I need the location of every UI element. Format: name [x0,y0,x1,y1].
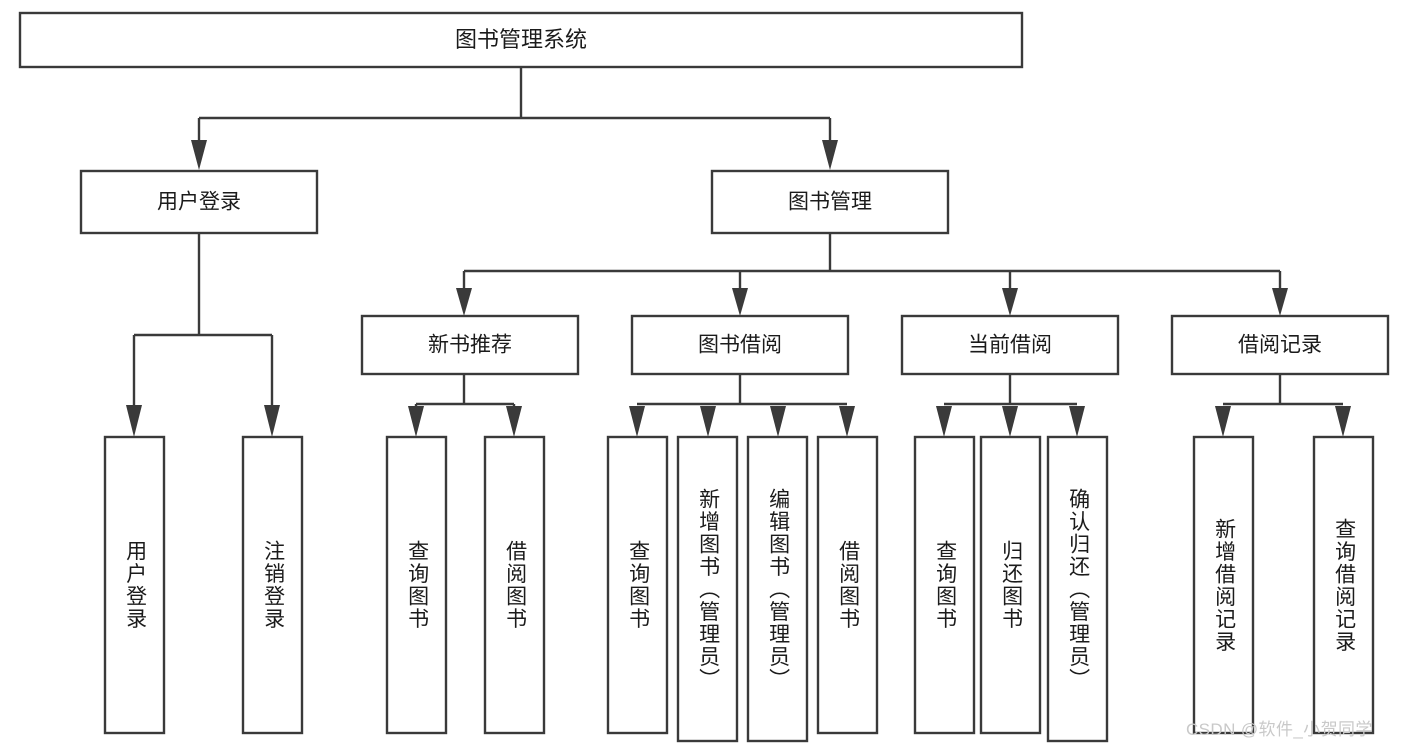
arrow-book-mgmt-to-book-borrow [732,288,748,316]
csdn-watermark: CSDN @软件_小贺同学 [1186,720,1373,739]
node-user-login[interactable]: 用户登录 [79,169,319,235]
arrow-root-to-book-mgmt [822,140,838,170]
arrow-book-mgmt-to-borrow-record [1272,288,1288,316]
arrow-current-borrow-leaf2 [1002,406,1018,437]
node-book-borrow-label: 图书借阅 [698,334,782,357]
leaf-box-book-borrow-1[interactable] [606,435,669,735]
arrow-book-borrow-leaf3 [770,406,786,437]
leaf-box-user-login-2[interactable] [241,435,304,735]
leaf-box-book-borrow-4[interactable] [816,435,879,735]
leaf-box-current-borrow-2[interactable] [979,435,1042,735]
arrow-borrow-record-leaf2 [1335,406,1351,437]
arrow-current-borrow-leaf1 [936,406,952,437]
node-new-book-recommend[interactable]: 新书推荐 [360,314,580,376]
arrow-book-mgmt-to-new-book [456,288,472,316]
node-current-borrow[interactable]: 当前借阅 [900,314,1120,376]
arrow-new-book-leaf1 [408,406,424,437]
node-current-borrow-box[interactable] [900,314,1120,376]
node-borrow-record[interactable]: 借阅记录 [1170,314,1390,376]
leaf-box-current-borrow-1[interactable] [913,435,976,735]
arrow-root-to-user-login [191,140,207,170]
node-book-borrow[interactable]: 图书借阅 [630,314,850,376]
node-borrow-record-box[interactable] [1170,314,1390,376]
leaf-box-book-borrow-3[interactable] [746,435,809,743]
arrow-book-mgmt-to-current-borrow [1002,288,1018,316]
arrow-book-borrow-leaf4 [839,406,855,437]
node-user-login-label: 用户登录 [157,191,241,214]
leaf-box-book-borrow-2[interactable] [676,435,739,743]
node-current-borrow-label: 当前借阅 [968,334,1052,357]
leaf-box-current-borrow-3[interactable] [1046,435,1109,743]
arrow-borrow-record-leaf1 [1215,406,1231,437]
node-user-login-box[interactable] [79,169,319,235]
node-borrow-record-label: 借阅记录 [1238,334,1322,357]
arrow-book-borrow-leaf1 [629,406,645,437]
node-root-label: 图书管理系统 [455,27,587,52]
leaf-box-new-book-2[interactable] [483,435,546,735]
arrow-book-borrow-leaf2 [700,406,716,437]
leaf-box-borrow-record-2[interactable] [1312,435,1375,735]
node-root-box[interactable] [18,11,1024,69]
node-new-book-recommend-label: 新书推荐 [428,334,512,357]
leaf-box-borrow-record-1[interactable] [1192,435,1255,735]
node-new-book-recommend-box[interactable] [360,314,580,376]
node-book-management-label: 图书管理 [788,191,872,214]
arrow-user-login-leaf2 [264,405,280,437]
connector-layer [126,67,1351,437]
node-book-management-box[interactable] [710,169,950,235]
leaf-box-user-login-1[interactable] [103,435,166,735]
arrow-current-borrow-leaf3 [1069,406,1085,437]
arrow-user-login-leaf1 [126,405,142,437]
node-book-management[interactable]: 图书管理 [710,169,950,235]
node-book-borrow-box[interactable] [630,314,850,376]
node-root-book-management-system[interactable]: 图书管理系统 [18,11,1024,69]
arrow-new-book-leaf2 [506,406,522,437]
leaf-box-new-book-1[interactable] [385,435,448,735]
